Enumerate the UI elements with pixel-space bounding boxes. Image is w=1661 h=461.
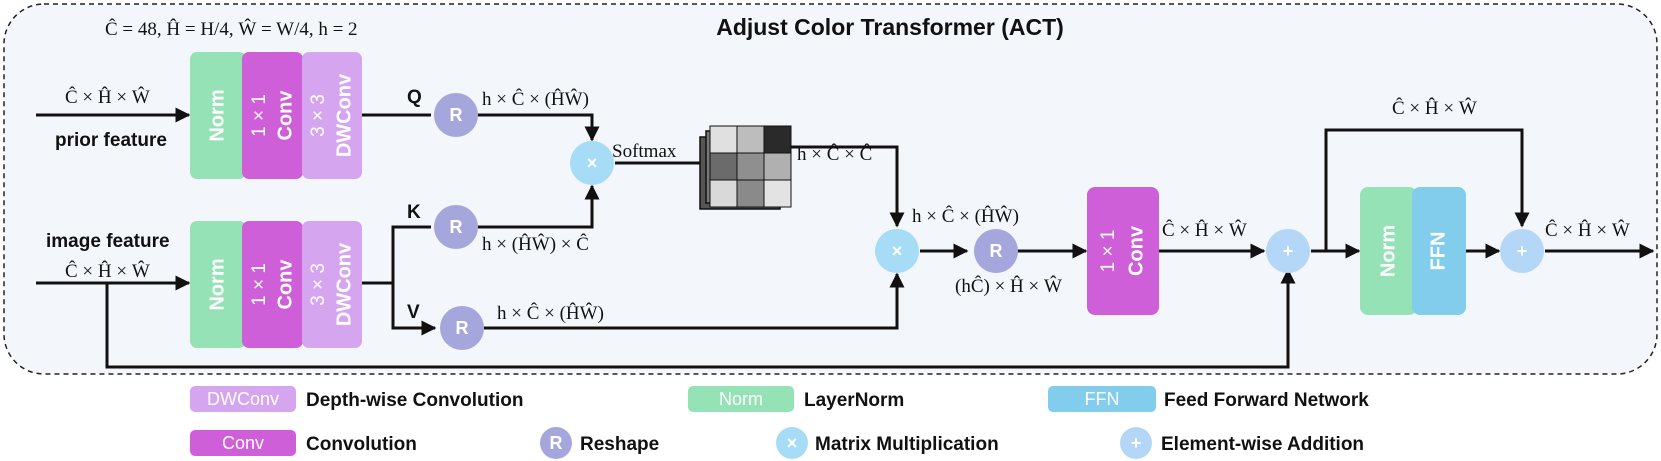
- prior-dim-label: Ĉ × Ĥ × Ŵ: [65, 86, 150, 108]
- svg-text:R: R: [990, 241, 1003, 261]
- add-node-2: +: [1500, 229, 1544, 273]
- v-out-dim: h × Ĉ × (ĤŴ): [497, 302, 604, 324]
- svg-text:Conv: Conv: [222, 433, 264, 453]
- svg-text:Norm: Norm: [206, 89, 228, 141]
- svg-text:Conv: Conv: [274, 259, 296, 310]
- svg-text:Norm: Norm: [206, 258, 228, 310]
- svg-text:R: R: [450, 105, 463, 125]
- svg-text:×: ×: [587, 153, 598, 173]
- svg-text:R: R: [450, 217, 463, 237]
- matmul-av-node: ×: [875, 229, 919, 273]
- svg-text:3 × 3: 3 × 3: [308, 94, 329, 137]
- prior-conv-block: 1 × 1 Conv: [242, 52, 303, 179]
- output-conv-block: 1 × 1 Conv: [1087, 187, 1159, 315]
- q-label: Q: [407, 87, 422, 108]
- legend-matmul: × Matrix Multiplication: [776, 427, 999, 459]
- svg-text:Feed Forward Network: Feed Forward Network: [1164, 390, 1369, 411]
- final-dim: Ĉ × Ĥ × Ŵ: [1545, 219, 1630, 241]
- svg-text:Convolution: Convolution: [306, 434, 417, 455]
- params-label: Ĉ = 48, Ĥ = H/4, Ŵ = W/4, h = 2: [105, 18, 358, 40]
- svg-text:FFN: FFN: [1427, 232, 1449, 271]
- image-dim-label: Ĉ × Ĥ × Ŵ: [65, 260, 150, 282]
- svg-text:R: R: [456, 318, 469, 338]
- mm2-out-dim: h × Ĉ × (ĤŴ): [912, 205, 1019, 227]
- k-label: K: [407, 202, 421, 223]
- v-label: V: [407, 302, 420, 323]
- svg-text:LayerNorm: LayerNorm: [804, 390, 904, 411]
- svg-text:R: R: [550, 433, 563, 453]
- svg-text:DWConv: DWConv: [333, 242, 355, 326]
- reshape-v-node: R: [440, 306, 484, 350]
- reshape-out-node: R: [974, 229, 1018, 273]
- svg-text:Conv: Conv: [274, 90, 296, 141]
- svg-text:Depth-wise Convolution: Depth-wise Convolution: [306, 390, 523, 411]
- image-norm-block: Norm: [190, 221, 246, 348]
- legend: DWConv Depth-wise Convolution Norm Layer…: [190, 386, 1369, 459]
- reshape-q-node: R: [434, 93, 478, 137]
- svg-text:3 × 3: 3 × 3: [308, 263, 329, 306]
- conv-out-dim: Ĉ × Ĥ × Ŵ: [1162, 219, 1247, 241]
- legend-add: + Element-wise Addition: [1120, 427, 1364, 459]
- attn-dim: h × Ĉ × Ĉ: [797, 143, 872, 165]
- svg-text:×: ×: [892, 241, 903, 261]
- prior-dwconv-block: 3 × 3 DWConv: [302, 52, 362, 179]
- svg-text:Conv: Conv: [1125, 225, 1147, 276]
- legend-reshape: R Reshape: [540, 427, 659, 459]
- prior-feature-label: prior feature: [55, 130, 167, 151]
- attention-matrix-icon: [699, 125, 792, 210]
- svg-text:1 × 1: 1 × 1: [1098, 230, 1119, 273]
- skip-dim: Ĉ × Ĥ × Ŵ: [1392, 97, 1477, 119]
- softmax-label: Softmax: [612, 141, 677, 162]
- add-node-1: +: [1266, 229, 1310, 273]
- prior-norm-block: Norm: [190, 52, 246, 179]
- ffn-norm-block: Norm: [1360, 187, 1417, 315]
- legend-norm: Norm LayerNorm: [688, 386, 904, 412]
- svg-text:1 × 1: 1 × 1: [249, 263, 270, 306]
- svg-text:+: +: [1517, 241, 1528, 261]
- k-out-dim: h × (ĤŴ) × Ĉ: [482, 233, 589, 255]
- legend-dwconv: DWConv Depth-wise Convolution: [190, 386, 523, 412]
- svg-text:DWConv: DWConv: [207, 389, 279, 409]
- matmul-qk-node: ×: [570, 141, 614, 185]
- svg-text:+: +: [1283, 241, 1294, 261]
- image-conv-block: 1 × 1 Conv: [242, 221, 303, 348]
- image-dwconv-block: 3 × 3 DWConv: [302, 221, 362, 348]
- svg-text:Norm: Norm: [1377, 225, 1399, 277]
- act-panel: [3, 3, 1658, 375]
- svg-text:Element-wise Addition: Element-wise Addition: [1161, 434, 1364, 455]
- image-feature-label: image feature: [46, 231, 170, 252]
- svg-text:+: +: [1131, 433, 1142, 453]
- svg-text:FFN: FFN: [1085, 389, 1120, 409]
- ffn-block: FFN: [1412, 187, 1466, 315]
- svg-text:1 × 1: 1 × 1: [249, 94, 270, 137]
- svg-text:Norm: Norm: [719, 389, 763, 409]
- q-out-dim: h × Ĉ × (ĤŴ): [482, 88, 589, 110]
- svg-text:Reshape: Reshape: [580, 434, 659, 455]
- legend-conv: Conv Convolution: [190, 430, 417, 456]
- reshape-k-node: R: [434, 205, 478, 249]
- svg-text:×: ×: [787, 433, 798, 453]
- svg-text:Matrix Multiplication: Matrix Multiplication: [815, 434, 999, 455]
- reshape-out-dim: (hĈ) × Ĥ × Ŵ: [955, 275, 1062, 297]
- svg-text:DWConv: DWConv: [333, 73, 355, 157]
- legend-ffn: FFN Feed Forward Network: [1048, 386, 1369, 412]
- diagram-title: Adjust Color Transformer (ACT): [716, 14, 1064, 40]
